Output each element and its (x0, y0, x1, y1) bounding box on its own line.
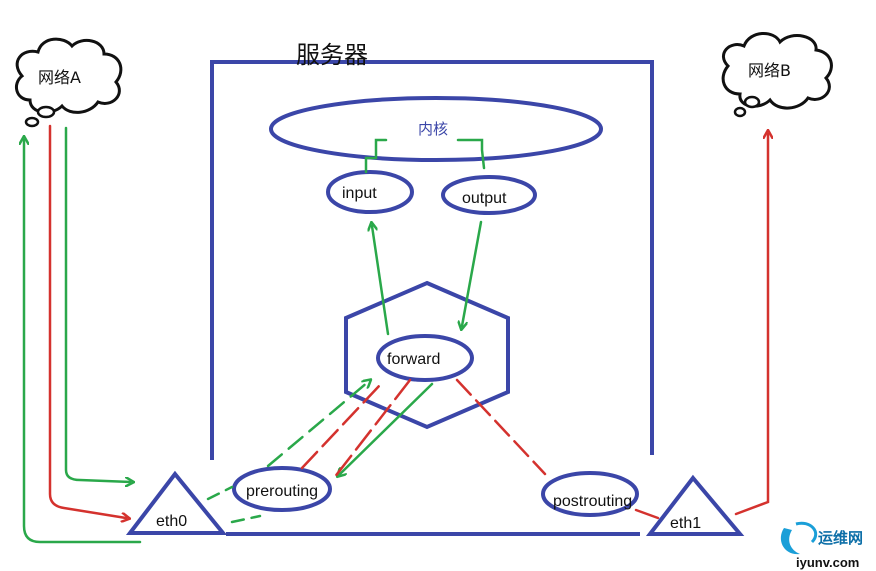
eth0-interface (125, 470, 228, 535)
watermark-site: iyunv.com (796, 555, 859, 570)
forward-node (376, 334, 474, 382)
server-title: 服务器 (296, 41, 368, 69)
network-a-cloud: 网络A (14, 37, 123, 128)
input-node (326, 170, 414, 214)
output-label: output (462, 190, 507, 207)
red-flow (48, 124, 768, 518)
watermark-name: 运维网 (818, 529, 863, 547)
postrouting-node (541, 471, 639, 517)
network-b-label: 网络B (748, 61, 791, 80)
green-flow (24, 126, 486, 544)
network-b-cloud: 网络B (721, 32, 833, 118)
forward-hexagon (344, 280, 510, 430)
kernel-node (269, 96, 603, 162)
prerouting-label: prerouting (246, 483, 318, 500)
eth0-label: eth0 (156, 513, 187, 530)
kernel-label: 内核 (418, 120, 448, 138)
postrouting-label: postrouting (553, 493, 632, 510)
output-node (441, 175, 537, 215)
forward-label: forward (387, 351, 440, 368)
eth1-interface (645, 474, 745, 536)
network-a-label: 网络A (38, 68, 81, 87)
watermark-logo: 运维网 iyunv.com (780, 521, 863, 570)
input-label: input (342, 185, 377, 202)
eth1-label: eth1 (670, 515, 701, 532)
prerouting-node (232, 466, 332, 512)
server-box (210, 60, 654, 460)
